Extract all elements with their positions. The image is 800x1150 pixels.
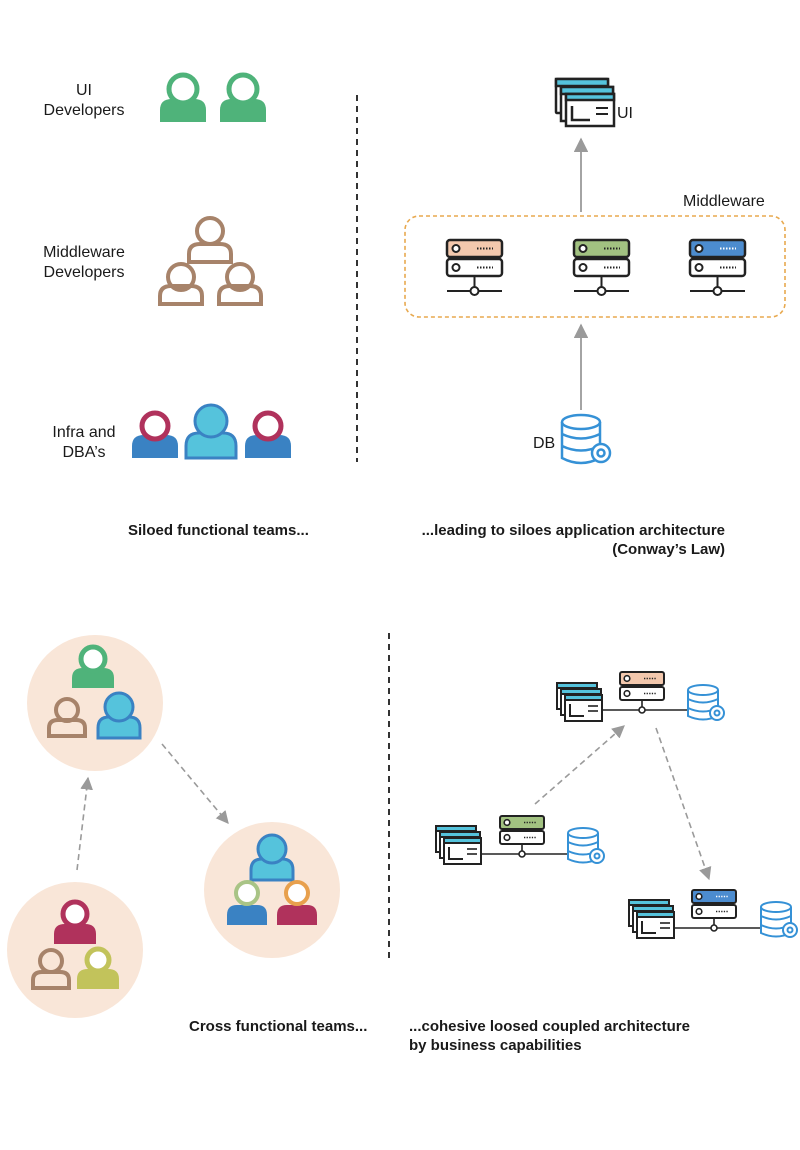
team-label-line: Developers	[43, 264, 125, 281]
person-outline-icon	[158, 262, 204, 306]
server-icon	[602, 671, 688, 714]
arrow-service-a-to-c	[655, 727, 712, 881]
ui-developers-icons	[160, 72, 266, 122]
team-label-line: UI	[76, 82, 92, 99]
team-label-infra-dba: Infra and DBA’s	[24, 423, 144, 463]
server-icon	[445, 238, 504, 296]
infra-dba-icons	[132, 403, 291, 460]
person-outline-icon	[187, 216, 233, 264]
middleware-developers-icons	[158, 216, 263, 306]
caption-loosely-coupled-architecture: ...cohesive loosed coupled architecture …	[409, 1017, 749, 1055]
person-icon	[96, 691, 142, 740]
ui-label: UI	[617, 105, 633, 122]
ui-window-icon	[628, 899, 675, 939]
server-icon	[688, 238, 747, 296]
person-icon	[77, 946, 119, 989]
person-icon	[184, 403, 238, 460]
person-icon	[54, 899, 96, 944]
arrow-team1-to-team2	[161, 743, 229, 824]
team-label-line: Middleware	[43, 244, 125, 261]
caption-siloed-teams: Siloed functional teams...	[128, 522, 309, 539]
caption-line: (Conway’s Law)	[612, 541, 725, 558]
person-icon	[245, 410, 291, 458]
team-label-line: DBA’s	[62, 444, 106, 461]
caption-line: ...cohesive loosed coupled architecture	[409, 1018, 690, 1035]
middleware-group-box	[404, 215, 786, 318]
team-label-middleware-developers: Middleware Developers	[24, 243, 144, 283]
person-icon	[277, 880, 317, 925]
team-label-ui-developers: UI Developers	[24, 81, 144, 121]
person-outline-icon	[47, 697, 87, 738]
arrow-service-b-to-a	[534, 725, 625, 805]
caption-siloed-architecture: ...leading to siloes application archite…	[360, 521, 725, 559]
person-icon	[227, 880, 267, 925]
person-icon	[72, 644, 114, 688]
microservice-group	[556, 671, 725, 722]
database-icon	[560, 413, 612, 465]
caption-line: by business capabilities	[409, 1037, 582, 1054]
database-icon	[760, 901, 798, 938]
microservice-group	[628, 889, 798, 939]
microservice-group	[435, 815, 605, 865]
server-icon	[674, 889, 760, 932]
server-icon	[482, 815, 568, 858]
database-icon	[567, 827, 605, 864]
caption-cross-functional-teams: Cross functional teams...	[189, 1018, 368, 1035]
ui-window-icon	[556, 682, 603, 722]
person-icon	[160, 72, 206, 122]
ui-window-icon	[554, 77, 616, 128]
person-icon	[132, 410, 178, 458]
db-label: DB	[533, 435, 556, 452]
team-label-line: Developers	[43, 102, 125, 119]
person-icon	[220, 72, 266, 122]
person-icon	[249, 833, 295, 882]
server-icon	[572, 238, 631, 296]
arrow-team3-to-team1	[76, 776, 93, 871]
ui-window-icon	[435, 825, 482, 865]
team-label-line: Infra and	[52, 424, 116, 441]
person-outline-icon	[31, 948, 71, 990]
caption-line: ...leading to siloes application archite…	[421, 522, 725, 539]
person-outline-icon	[217, 262, 263, 306]
database-icon	[687, 684, 725, 721]
middleware-label: Middleware	[683, 193, 765, 210]
